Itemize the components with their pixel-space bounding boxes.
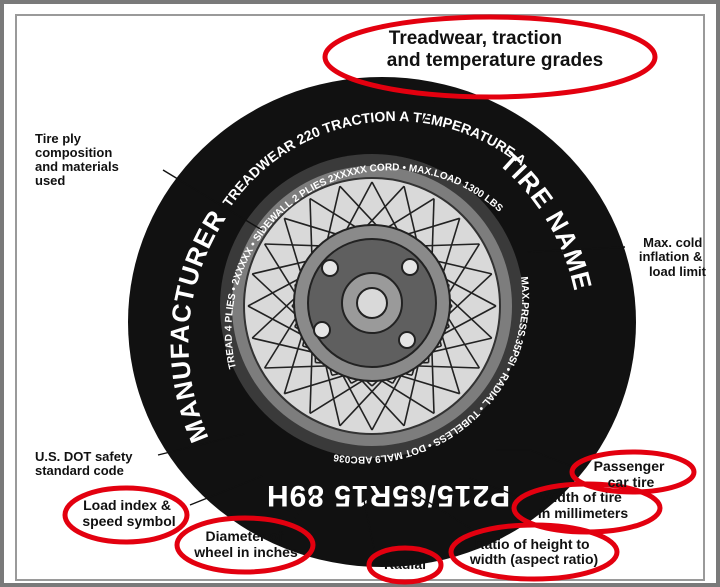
sidewall-size-code: P215/65R15 89H [266, 479, 510, 512]
center-bore [356, 287, 388, 319]
leader-radial [362, 495, 375, 549]
highlight-oval-radial [366, 545, 444, 585]
leader-load-index [189, 475, 263, 506]
callout-diameter: Diameter of wheel in inches [193, 528, 298, 560]
highlight-oval-load-index [62, 485, 190, 545]
callout-radial: Radial [384, 556, 426, 572]
callout-dot: U.S. DOT safety standard code [35, 449, 136, 478]
leader-width [469, 477, 523, 499]
highlight-oval-treadwear [322, 14, 658, 100]
leader-passenger [496, 449, 577, 469]
callout-ply: Tire ply composition and materials used [35, 131, 122, 188]
callout-treadwear: Treadwear, traction and temperature grad… [387, 28, 603, 71]
lug-nut [398, 331, 416, 349]
leader-ply [162, 169, 263, 231]
callout-passenger: Passenger car tire [594, 458, 669, 490]
lug-nut [313, 321, 331, 339]
leader-dot [157, 433, 245, 456]
callout-max-inflation: Max. cold inflation & load limit [639, 235, 707, 279]
leader-aspect [411, 491, 471, 529]
highlight-oval-passenger [569, 449, 697, 495]
lug-nut [401, 258, 419, 276]
callout-width: Width of tire in millimeters [538, 489, 628, 521]
highlight-oval-diameter [174, 515, 316, 575]
lug-nut [321, 259, 339, 277]
inner-frame [15, 14, 705, 581]
leader-max-inflation [527, 246, 626, 253]
callout-load-index: Load index & speed symbol [82, 497, 175, 529]
callout-aspect: Ratio of height to width (aspect ratio) [469, 536, 598, 567]
